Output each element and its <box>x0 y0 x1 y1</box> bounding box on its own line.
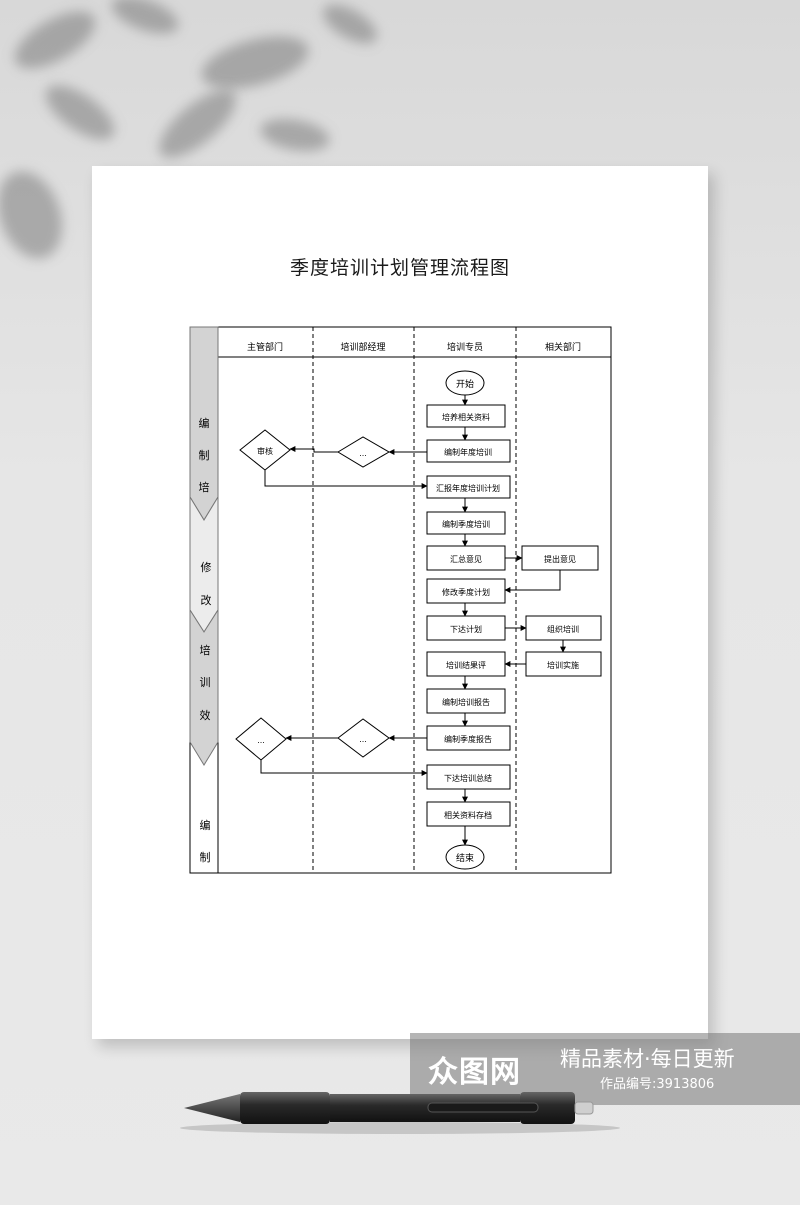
process-label: 相关资料存档 <box>444 810 492 820</box>
process-box <box>426 801 511 827</box>
lane-header-3: 培训专员 <box>447 341 483 353</box>
process-label: 汇报年度培训计划 <box>436 483 500 493</box>
process-box <box>426 545 506 571</box>
stage-3-char: 培 <box>200 643 211 657</box>
process-label: 组织培训 <box>547 624 579 634</box>
process-box <box>426 725 511 751</box>
decision-diamond <box>239 429 291 471</box>
lane-header-1: 主管部门 <box>247 341 283 353</box>
start-label: 开始 <box>456 378 474 390</box>
process-label: 编制培训报告 <box>442 697 490 707</box>
decision-label: 审核 <box>257 446 273 456</box>
process-label: 培训结果评 <box>446 660 486 670</box>
lane-header-4: 相关部门 <box>545 341 581 353</box>
process-box <box>426 651 506 677</box>
watermark-logo: 众图网 <box>428 1055 521 1090</box>
decision-label: ... <box>359 449 367 458</box>
process-box <box>426 578 506 604</box>
process-box <box>426 404 506 428</box>
document-title: 季度培训计划管理流程图 <box>289 257 510 279</box>
process-label: 提出意见 <box>544 554 576 564</box>
decision-diamond <box>337 718 390 758</box>
process-box <box>525 651 602 677</box>
end-terminal <box>445 844 485 870</box>
process-label: 修改季度计划 <box>442 587 490 597</box>
decision-label: ... <box>257 736 265 745</box>
watermark-work-id: 作品编号:3913806 <box>600 1077 715 1092</box>
stage-4-char: 制 <box>200 851 211 864</box>
stage-1-char: 制 <box>199 449 210 462</box>
process-box <box>426 688 506 714</box>
stage-1-char: 培 <box>199 480 210 494</box>
stage-1-char: 编 <box>199 416 210 430</box>
decision-diamond <box>337 436 391 468</box>
process-label: 培训实施 <box>547 660 579 670</box>
process-label: 汇总意见 <box>450 554 482 564</box>
stage-4-char: 编 <box>200 818 211 832</box>
process-box <box>525 615 602 641</box>
watermark-banner: 众图网 精品素材·每日更新 作品编号:3913806 <box>410 1033 800 1105</box>
process-label: 编制年度培训 <box>444 447 492 457</box>
process-box <box>426 615 506 641</box>
process-label: 下达计划 <box>450 624 482 634</box>
process-label: 下达培训总结 <box>444 773 492 783</box>
decision-diamond <box>235 717 287 761</box>
process-box <box>426 511 506 535</box>
process-label: 编制季度报告 <box>444 734 492 744</box>
process-label: 编制季度培训 <box>442 519 490 529</box>
stage-2-char: 修 <box>201 560 212 574</box>
lane-header-2: 培训部经理 <box>340 341 385 353</box>
process-box <box>426 439 511 463</box>
end-label: 结束 <box>456 852 474 864</box>
process-label: 培养相关资料 <box>442 412 490 422</box>
stage-arrow-3 <box>189 608 219 766</box>
watermark-slogan: 精品素材·每日更新 <box>560 1047 735 1071</box>
stage-3-char: 效 <box>200 708 211 722</box>
decision-label: ... <box>359 735 367 744</box>
stage-3-char: 训 <box>200 676 211 689</box>
process-box <box>426 764 511 790</box>
stage-2-char: 改 <box>201 593 212 607</box>
process-box <box>521 545 599 571</box>
